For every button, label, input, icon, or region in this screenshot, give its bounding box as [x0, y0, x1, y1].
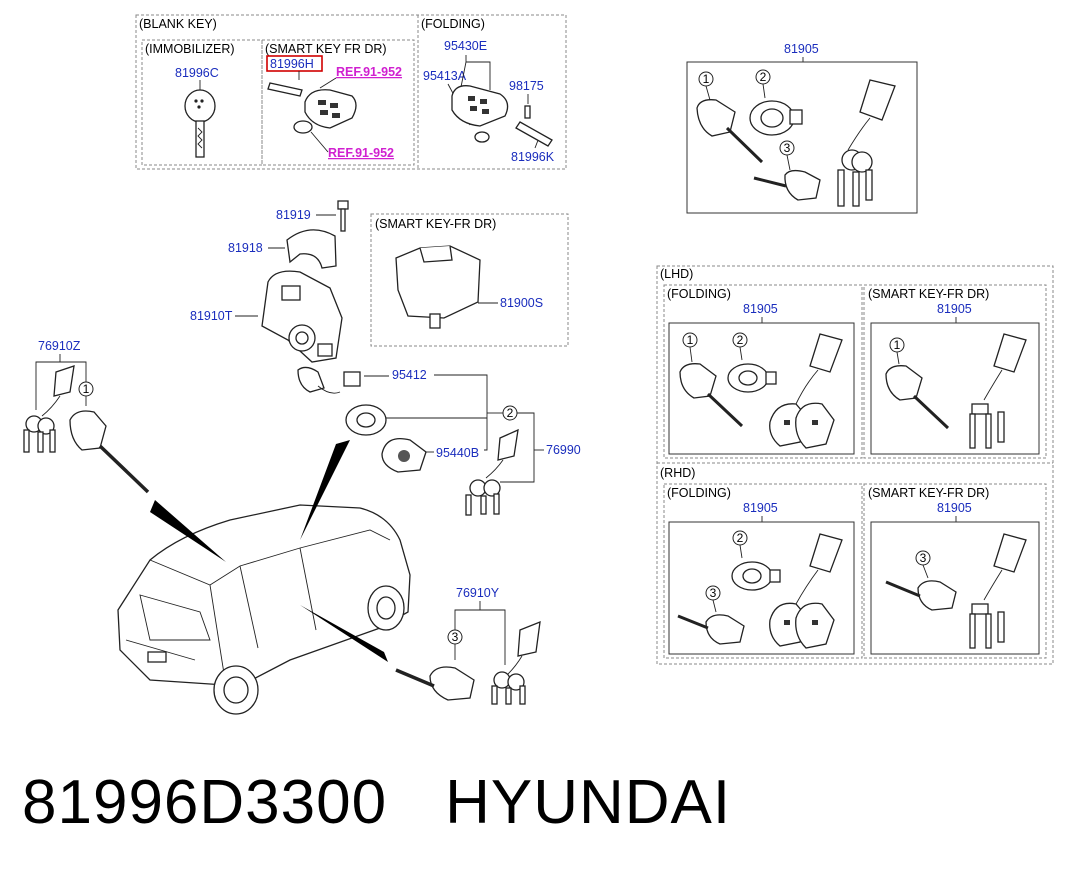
blank-key-title: (BLANK KEY)	[139, 17, 217, 31]
lhd-smart-title: (SMART KEY-FR DR)	[868, 287, 989, 301]
rhd-title: (RHD)	[660, 466, 695, 480]
svg-text:2: 2	[507, 406, 514, 420]
pointer-arrow-left	[150, 500, 226, 562]
lhd-folding-frame	[663, 284, 863, 459]
smart-key-fr-dr-mid-title: (SMART KEY-FR DR)	[375, 217, 496, 231]
part-81919[interactable]: 81919	[276, 208, 311, 222]
part-81996C[interactable]: 81996C	[175, 66, 219, 80]
svg-text:3: 3	[784, 141, 791, 155]
shroud-icon	[286, 229, 337, 269]
ref-91-952-lower[interactable]: REF.91-952	[328, 146, 394, 160]
svg-text:1: 1	[894, 338, 901, 352]
pointer-arrow-top	[300, 440, 350, 540]
part-76990[interactable]: 76990	[546, 443, 581, 457]
door-lock-set-left-icon	[23, 365, 150, 494]
svg-text:3: 3	[920, 551, 927, 565]
part-95412[interactable]: 95412	[392, 368, 427, 382]
highlight-box	[266, 55, 323, 72]
rhd-folding-set-icon: 2 3	[677, 530, 843, 649]
svg-text:2: 2	[737, 333, 744, 347]
immobilizer-title: (IMMOBILIZER)	[145, 42, 235, 56]
rhd-folding-frame	[663, 483, 863, 659]
smart-key-icon	[267, 82, 357, 134]
lhd-folding-title: (FOLDING)	[667, 287, 731, 301]
part-81900S[interactable]: 81900S	[500, 296, 543, 310]
lock-housing-icon	[261, 270, 343, 363]
rhd-smart-set-icon: 3	[885, 533, 1027, 649]
lhd-rhd-frame	[656, 265, 1054, 665]
lhd-smart-set-icon: 1	[885, 333, 1027, 449]
part-76910Z[interactable]: 76910Z	[38, 339, 81, 353]
part-81905-rhd-folding[interactable]: 81905	[743, 501, 778, 515]
part-95413A[interactable]: 95413A	[423, 69, 467, 83]
part-95430E[interactable]: 95430E	[444, 39, 487, 53]
part-81905-top[interactable]: 81905	[784, 42, 819, 56]
lhd-folding-set-icon: 1 2	[679, 332, 843, 449]
svg-text:2: 2	[760, 70, 767, 84]
rhd-smart-title: (SMART KEY-FR DR)	[868, 486, 989, 500]
svg-text:1: 1	[687, 333, 694, 347]
caption-part-number: 81996D3300	[22, 767, 388, 837]
part-95440B[interactable]: 95440B	[436, 446, 479, 460]
lhd-title: (LHD)	[660, 267, 693, 281]
ref-91-952-upper[interactable]: REF.91-952	[336, 65, 402, 79]
smart-key-fr-dr-title: (SMART KEY FR DR)	[265, 42, 387, 56]
smart-key-fr-dr-frame	[261, 39, 415, 166]
part-81905-lhd-smart[interactable]: 81905	[937, 302, 972, 316]
bolt-icon	[337, 200, 349, 232]
part-81996H[interactable]: 81996H	[270, 57, 314, 71]
part-76910Y[interactable]: 76910Y	[456, 586, 500, 600]
caption: 81996D3300 HYUNDAI	[22, 762, 731, 842]
part-81918[interactable]: 81918	[228, 241, 263, 255]
caption-brand: HYUNDAI	[445, 767, 732, 837]
part-81905-lhd-folding[interactable]: 81905	[743, 302, 778, 316]
lhd-folding-set-frame	[668, 322, 855, 455]
part-81996K[interactable]: 81996K	[511, 150, 555, 164]
rhd-smart-frame	[863, 483, 1047, 659]
svg-text:1: 1	[703, 72, 710, 86]
lhd-smart-set-frame	[870, 322, 1040, 455]
blank-key-frame	[135, 14, 567, 170]
rhd-smart-set-frame	[870, 521, 1040, 655]
folding-title: (FOLDING)	[421, 17, 485, 31]
svg-text:1: 1	[83, 382, 90, 396]
immobilizer-key-icon	[184, 89, 216, 158]
folding-key-icon	[451, 85, 553, 147]
part-81905-rhd-smart[interactable]: 81905	[937, 501, 972, 515]
svg-text:3: 3	[710, 586, 717, 600]
part-81910T[interactable]: 81910T	[190, 309, 233, 323]
rhd-folding-set-frame	[668, 521, 855, 655]
pointer-arrow-bottom	[300, 605, 388, 662]
smart-key-fr-dr-mid-frame	[370, 213, 569, 347]
ignition-key-set-icon	[465, 428, 519, 516]
rhd-folding-title: (FOLDING)	[667, 486, 731, 500]
cylinder-set-frame	[686, 61, 918, 214]
part-98175[interactable]: 98175	[509, 79, 544, 93]
svg-text:3: 3	[452, 630, 459, 644]
lock-cylinder-set-top: 1 2 3	[696, 69, 896, 207]
lhd-smart-frame	[863, 284, 1047, 459]
door-lock-set-right-icon	[395, 620, 541, 705]
steering-lock-icon	[395, 245, 481, 329]
svg-text:2: 2	[737, 531, 744, 545]
car-illustration	[117, 504, 411, 715]
ignition-switch-icon	[297, 366, 487, 473]
